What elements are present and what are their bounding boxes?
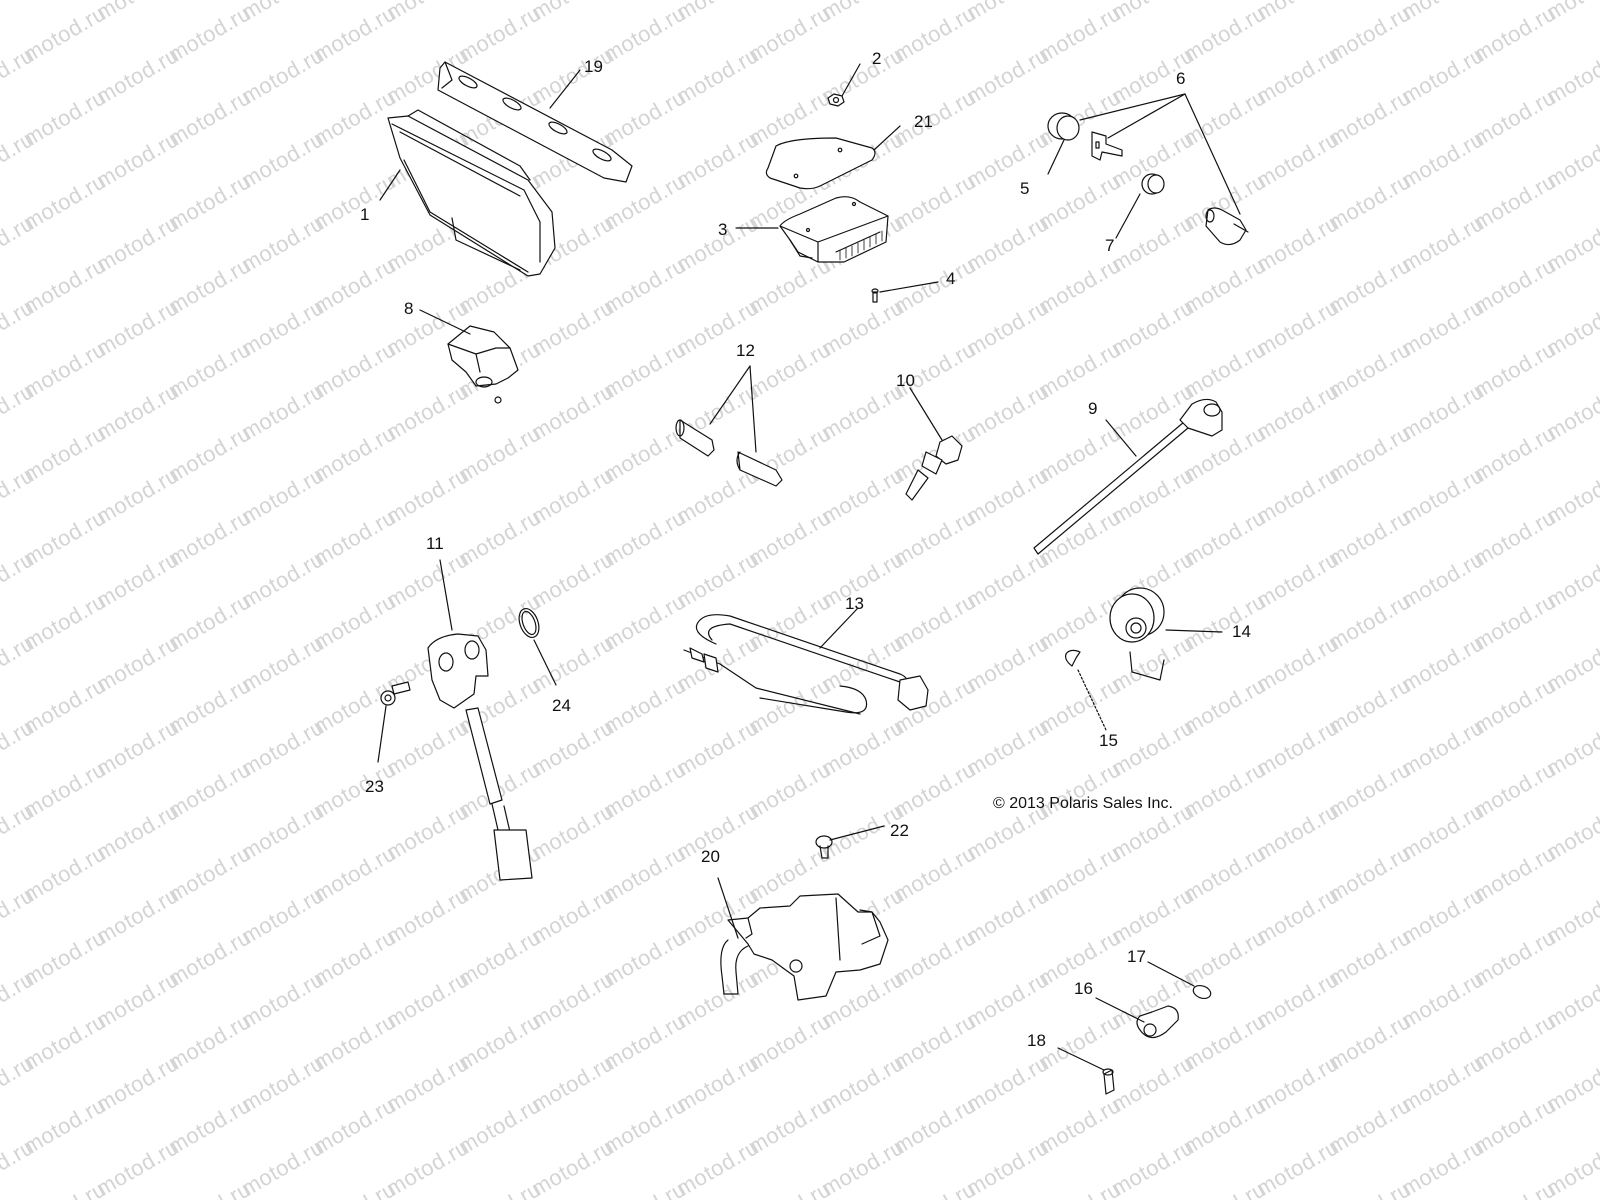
part-16-elbow-fitting [1095,997,1179,1039]
callout-5: 5 [1020,179,1030,198]
part-6-leader-lines [1079,93,1241,215]
callout-14: 14 [1232,622,1251,641]
part-6-speed-sensor [1205,207,1249,246]
callout-21: 21 [914,112,933,131]
part-9-sensor-lead [1033,398,1223,555]
part-10-temp-sensor [905,387,963,501]
part-14-knock-sensor [1109,587,1223,681]
part-20-idle-air-control-valve [717,877,889,1001]
callout-11: 11 [426,534,444,553]
part-12-fuse-holders [675,365,783,487]
part-6-clip [1091,131,1123,161]
part-1-ecu [379,109,556,277]
callout-23: 23 [365,777,384,796]
part-13-wire-harness [683,607,929,715]
part-2-nut [827,63,861,107]
callout-1: 1 [360,205,370,224]
part-22-screw [815,825,885,859]
callout-10: 10 [896,371,915,390]
part-17-o-ring [1147,961,1212,1000]
part-24-o-ring [518,607,557,686]
part-5-sensor-cap [1047,112,1080,175]
part-8-map-sensor [419,309,519,404]
callout-3: 3 [718,220,728,239]
part-23-bolt [377,681,411,763]
callout-17: 17 [1127,947,1146,966]
part-15-clip [1065,649,1107,731]
part-4-screw [871,281,939,303]
callout-2: 2 [872,49,882,68]
callout-19: 19 [584,57,603,76]
part-11-throttle-position-sensor [427,559,533,881]
callout-6: 6 [1176,69,1186,88]
callout-9: 9 [1088,399,1098,418]
part-7-grommet [1115,173,1165,239]
callout-20: 20 [701,847,720,866]
part-18-bolt [1057,1047,1115,1095]
part-3-relay-box [735,196,889,263]
callout-13: 13 [845,594,864,613]
callout-24: 24 [552,696,571,715]
callout-4: 4 [946,269,956,288]
callout-22: 22 [890,821,909,840]
callout-18: 18 [1027,1031,1046,1050]
part-21-gasket [765,125,901,190]
callout-15: 15 [1099,731,1118,750]
callout-16: 16 [1074,979,1093,998]
callout-7: 7 [1105,236,1115,255]
copyright-notice: © 2013 Polaris Sales Inc. [993,795,1173,812]
callout-8: 8 [404,299,414,318]
callout-12: 12 [736,341,755,360]
part-19-bracket [437,61,633,183]
